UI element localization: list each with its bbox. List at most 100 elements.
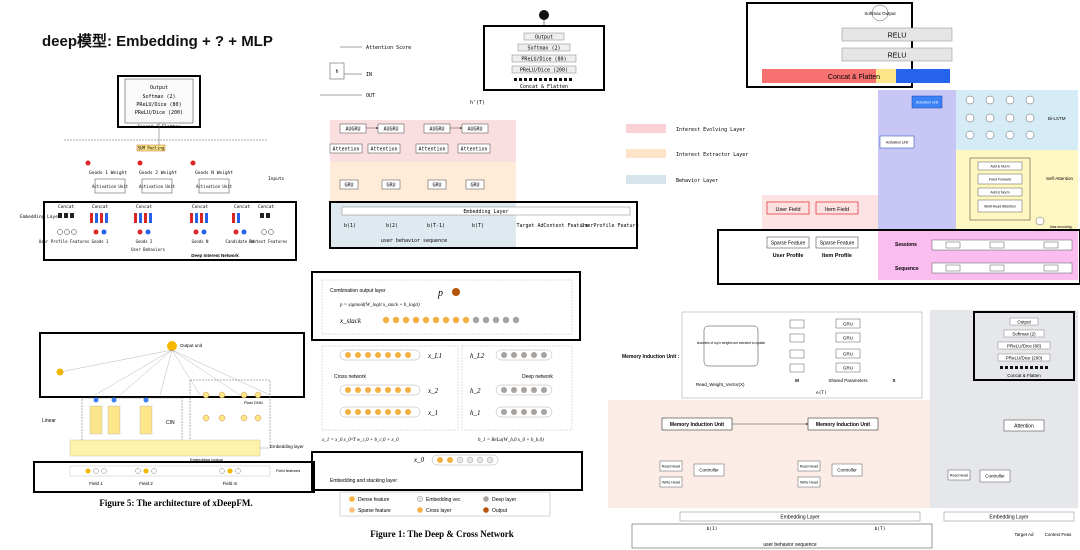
dsin-activation-unit-bottom-label: Activation Unit — [886, 141, 908, 145]
mimn-softmax-box — [1003, 329, 1045, 338]
dsin-violet-column — [878, 90, 956, 230]
mimn-concat-squares — [1000, 366, 1048, 369]
din-goods1-label: Goods 1 — [92, 239, 109, 244]
din-weight-dot-2 — [137, 160, 143, 166]
mimn-write-head-2 — [797, 476, 821, 488]
din-activation-unit-2 — [141, 178, 173, 194]
din-concat-3: Concat — [136, 204, 153, 210]
mimn-controller-3-label: Controller — [985, 474, 1005, 479]
mimn-gru-cells — [835, 318, 861, 373]
mimn-embedding-layer-bar — [679, 511, 921, 522]
dien-concat-squares — [514, 78, 572, 81]
mimn-output-box — [1009, 317, 1039, 326]
dsin-add-norm-top-label: Add & Norm — [990, 165, 1009, 169]
dsin-feed-forward — [977, 173, 1023, 185]
mimn-read-weight-label: Read_Weight_Vector(X) — [696, 382, 745, 387]
dcn-legend-deep-swatch — [483, 496, 489, 502]
mimn-s-label: S — [892, 378, 895, 383]
xdeepfm-cin-label: CIN — [166, 420, 175, 426]
mimn-gru-2-label: GRU — [843, 336, 853, 341]
din-embedding-highlight-box — [43, 201, 297, 261]
dien-prelu80-box — [511, 54, 577, 63]
dsin-softmax-output-label: Softmax Output — [864, 11, 896, 16]
mimn-right-embedding-bar — [943, 511, 1075, 522]
dien-softmax-label: Softmax (2) — [527, 46, 560, 52]
dien-attention-4 — [457, 143, 491, 154]
xdeepfm-field-highlight-box — [33, 461, 315, 493]
mimn-target-ad-label: Target Ad — [1014, 532, 1034, 537]
dsin-item-profile-label: Item Profile — [822, 253, 852, 259]
dcn-deep-network-label: Deep network — [522, 374, 553, 380]
xdeepfm-dnn-region — [189, 379, 271, 449]
mimn-prelu80-box — [997, 341, 1051, 350]
dcn-x0-label: x_0 — [413, 456, 425, 464]
mimn-panel: Memory Induction Unit : channels of top … — [608, 310, 1078, 549]
dien-h-t-label: h'(T) — [470, 100, 485, 106]
mimn-write-head-2-label: Write Head — [800, 481, 818, 485]
dcn-legend-embedding-swatch — [417, 496, 423, 502]
dsin-add-norm-bottom-label: Add & Norm — [990, 191, 1009, 195]
dien-attention-1 — [329, 143, 363, 154]
dsin-user-field-label: User Field — [775, 207, 800, 213]
dcn-hl2-label: h_L2 — [470, 352, 485, 360]
dien-concat-flatten-label: Concat & Flatten — [520, 84, 568, 90]
mimn-attention-label: Attention — [1014, 424, 1034, 430]
mimn-read-head-2 — [797, 460, 821, 472]
din-activation-unit-n-label: Activation Unit — [196, 184, 233, 189]
din-softmax-label: Softmax (2) — [142, 94, 175, 100]
dcn-x1-label: x_1 — [427, 409, 438, 417]
mimn-read-head-2-label: Read Head — [800, 465, 818, 469]
dsin-concat-yellow — [876, 69, 896, 83]
dien-legend-evolving-swatch — [626, 124, 666, 133]
din-concat-6: Concat — [258, 204, 275, 210]
din-context-features-label: Context Features — [249, 239, 288, 244]
din-goods1-weight: Goods 1 Weight — [89, 170, 127, 176]
dien-augru-3 — [423, 123, 451, 134]
dsin-relu-bottom-label: RELU — [888, 53, 907, 60]
dsin-panel: Softmax Output RELU RELU Concat & Flatte… — [717, 2, 1080, 285]
dien-attention-3 — [415, 143, 449, 154]
din-activation-unit-n — [198, 178, 230, 194]
dcn-legend-output-label: Output — [492, 508, 508, 514]
din-inputs-label: Inputs — [268, 176, 285, 182]
din-prelu80-label: PReLU/Dice (80) — [136, 102, 181, 108]
dien-bt1-label: b(T-1) — [427, 223, 445, 229]
mimn-read-head-1 — [659, 460, 683, 472]
din-activation-unit-1 — [94, 178, 126, 194]
dcn-output-node — [452, 288, 460, 296]
dsin-bilstm-nodes — [965, 95, 1035, 140]
mimn-right-embedding-label: Embedding Layer — [989, 515, 1029, 521]
dsin-selfattn-box — [969, 157, 1031, 221]
din-activation-unit-2-label: Activation Unit — [139, 184, 176, 189]
dien-bt-label: b(T) — [472, 223, 484, 229]
dcn-deep-region — [461, 345, 573, 431]
dien-attention-1-label: Attention — [332, 147, 359, 153]
dien-softmax-box — [517, 43, 571, 52]
dcn-p-symbol: p — [437, 288, 443, 299]
xdeepfm-output-lines — [59, 349, 271, 396]
mimn-memory-slots — [789, 319, 805, 373]
dsin-relu-top-label: RELU — [888, 33, 907, 40]
mimn-embedding-layer-label: Embedding Layer — [780, 515, 820, 521]
xdeepfm-caption: Figure 5: The architecture of xDeepFM. — [99, 498, 252, 508]
dien-in-label: IN — [366, 72, 372, 78]
dsin-concat-flatten-label: Concat & Flatten — [828, 74, 880, 81]
dien-user-behavior-sequence-label: user behavior sequence — [381, 238, 447, 244]
dsin-bilstm-region — [956, 90, 1078, 150]
xdeepfm-cin-cells — [89, 397, 153, 435]
xdeepfm-plain-dnn-label: Plain DNN — [244, 400, 263, 405]
din-goodsn-weight: Goods N Weight — [195, 170, 233, 176]
dcn-h2-label: h_2 — [470, 387, 481, 395]
dsin-sessions-label: Sessions — [895, 242, 917, 248]
dien-legend-h-label: h — [335, 69, 338, 75]
dsin-concat-blue — [896, 69, 950, 83]
dsin-activation-unit-bottom — [879, 135, 915, 149]
dsin-feed-forward-label: Feed Forward — [989, 178, 1011, 182]
din-prelu200-label: PReLU/Dice (200) — [135, 110, 183, 116]
mimn-softmax-label: Softmax (2) — [1012, 332, 1036, 337]
xdeepfm-output-unit-label: Output unit — [180, 343, 203, 348]
din-concat-2: Concat — [92, 204, 109, 210]
mimn-channels-box — [703, 325, 759, 367]
dcn-legend-dense-label: Dense feature — [358, 497, 390, 503]
